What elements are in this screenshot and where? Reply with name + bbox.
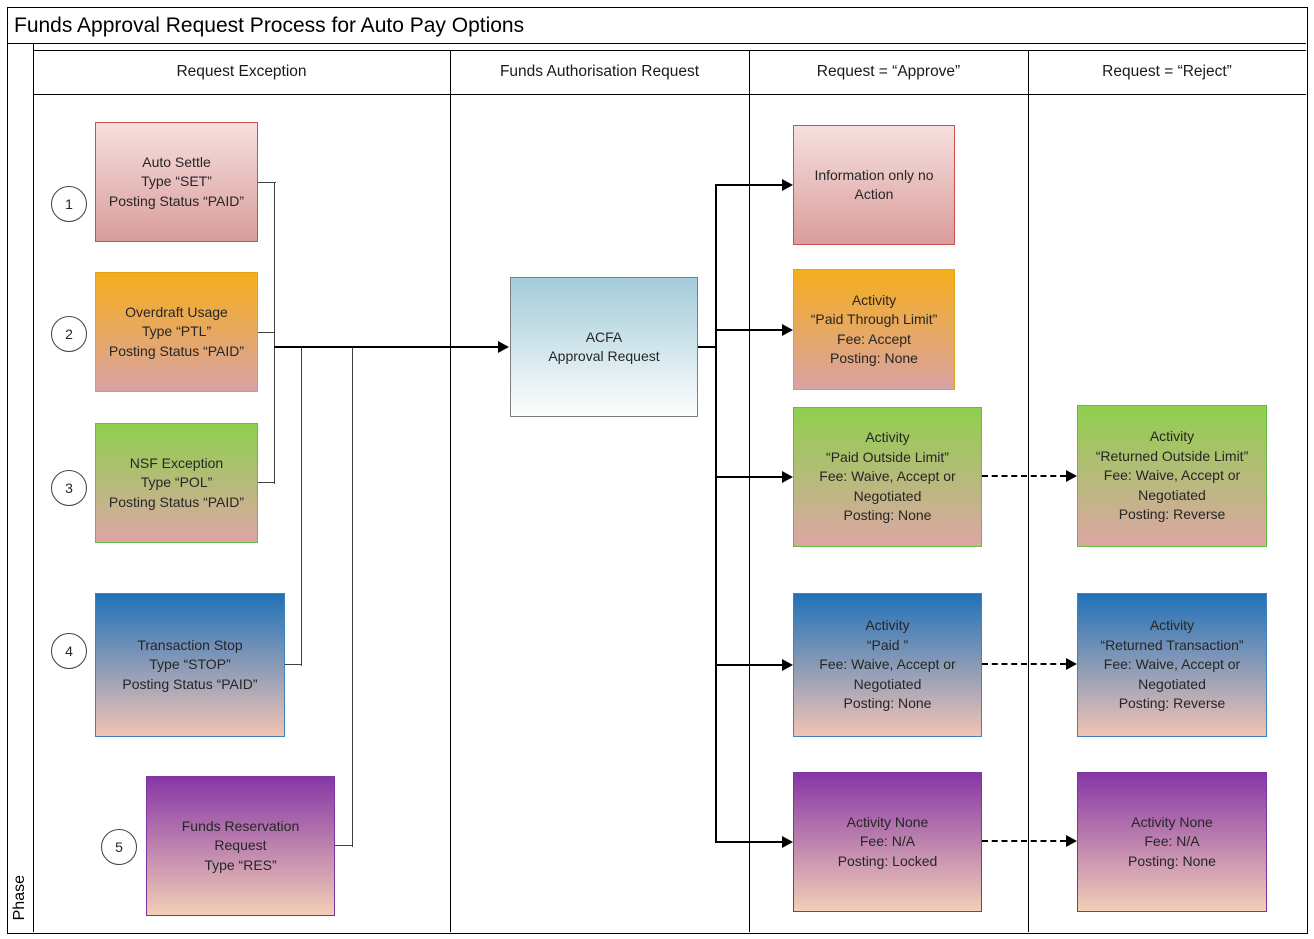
connector-box4-stub [285,664,302,665]
reject-box-activity-none: Activity None Fee: N/A Posting: None [1077,772,1267,912]
phase-strip-border [33,43,34,932]
arrowhead-paid-outside-limit [782,471,793,483]
connector-to-paid [715,664,783,666]
process-box-acfa-approval-request: ACFA Approval Request [510,277,698,417]
step-number: 3 [65,480,73,496]
step-circle-1: 1 [51,186,87,222]
connector-collector-v2 [301,347,302,666]
approve-box-activity-none-locked: Activity None Fee: N/A Posting: Locked [793,772,982,912]
arrowhead-paid [782,659,793,671]
header-row-bottom-border [33,94,1306,95]
arrowhead-paid-through-limit [782,324,793,336]
header-row-top-border [33,50,1306,51]
lane-header-request-exception: Request Exception [176,63,307,80]
lane-separator-3 [1028,50,1029,932]
approve-box-information-only: Information only no Action [793,125,955,245]
connector-to-paid-through-limit [715,329,783,331]
step-number: 1 [65,196,73,212]
connector-to-activity-none [715,841,783,843]
connector-box1-stub [258,182,276,183]
reject-box-returned-transaction: Activity “Returned Transaction” Fee: Wai… [1077,593,1267,737]
phase-strip: Phase [7,43,33,932]
step-number: 5 [115,839,123,855]
lane-header-request-approve: Request = “Approve” [816,63,961,80]
page-title: Funds Approval Request Process for Auto … [14,14,525,37]
connector-box5-stub [335,845,353,846]
approve-box-paid-through-limit: Activity “Paid Through Limit” Fee: Accep… [793,269,955,390]
approve-box-paid-outside-limit: Activity “Paid Outside Limit” Fee: Waive… [793,407,982,547]
outer-border [7,7,1308,934]
step-number: 2 [65,326,73,342]
lane-header-funds-authorisation-request: Funds Authorisation Request [499,63,700,80]
arrowhead-information-only [782,179,793,191]
connector-box3-stub [258,482,275,483]
exception-box-transaction-stop: Transaction Stop Type “STOP” Posting Sta… [95,593,285,737]
exception-box-auto-settle: Auto Settle Type “SET” Posting Status “P… [95,122,258,242]
reject-box-returned-outside-limit: Activity “Returned Outside Limit” Fee: W… [1077,405,1267,547]
connector-dashed-activity-none [982,840,1066,842]
exception-box-overdraft-usage: Overdraft Usage Type “PTL” Posting Statu… [95,272,258,392]
title-separator [7,43,1306,44]
step-circle-4: 4 [51,633,87,669]
step-circle-3: 3 [51,470,87,506]
connector-main-to-acfa [274,346,499,348]
connector-branch-vertical [715,184,717,843]
phase-label: Phase [11,874,28,920]
step-circle-2: 2 [51,316,87,352]
arrowhead-returned-outside-limit [1066,470,1077,482]
connector-dashed-returned-outside-limit [982,475,1066,477]
connector-to-information-only [715,184,783,186]
connector-collector-v1 [274,182,275,484]
arrowhead-reject-activity-none [1066,835,1077,847]
step-circle-5: 5 [101,829,137,865]
connector-to-paid-outside-limit [715,476,783,478]
connector-acfa-out [698,346,717,348]
exception-box-funds-reservation: Funds Reservation Request Type “RES” [146,776,335,916]
connector-dashed-returned-transaction [982,663,1066,665]
exception-box-nsf-exception: NSF Exception Type “POL” Posting Status … [95,423,258,543]
lane-separator-2 [749,50,750,932]
connector-box2-stub [258,332,275,333]
arrowhead-returned-transaction [1066,658,1077,670]
lane-header-request-reject: Request = “Reject” [1102,63,1232,80]
lane-separator-1 [450,50,451,932]
approve-box-paid: Activity “Paid ” Fee: Waive, Accept or N… [793,593,982,737]
arrowhead-to-acfa [498,341,509,353]
connector-collector-v3 [352,347,353,847]
step-number: 4 [65,643,73,659]
arrowhead-activity-none [782,836,793,848]
